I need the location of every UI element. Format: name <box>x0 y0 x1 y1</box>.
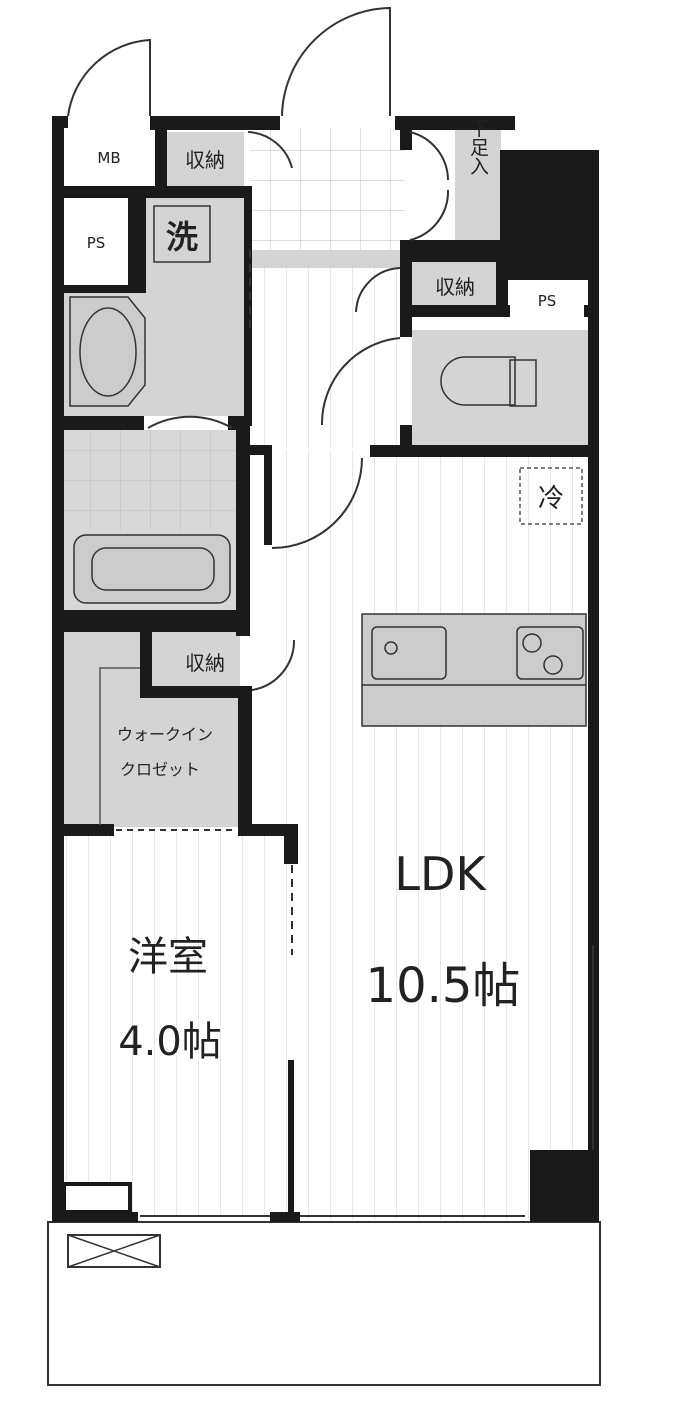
shoe-cabinet <box>455 130 501 240</box>
wic-storage-door-icon <box>251 639 296 691</box>
toilet-room <box>412 330 588 445</box>
label-shoe-cabinet: 下足入 <box>467 119 489 176</box>
washbasin-icon <box>69 296 146 407</box>
bathtub-icon <box>73 534 231 604</box>
washing-machine-box <box>153 205 211 263</box>
label-ps-left: PS <box>87 234 106 252</box>
storage-right-door-icon <box>355 267 401 313</box>
toilet-icon <box>440 356 537 407</box>
small-box <box>62 1182 132 1214</box>
label-bedroom-name: 洋室 <box>128 934 208 980</box>
walls <box>52 116 599 1222</box>
storage-top <box>166 132 244 186</box>
storage-right <box>412 262 496 307</box>
label-wic-line1: ウォークイン <box>117 725 213 744</box>
label-wic-line2: クロゼット <box>120 760 200 779</box>
balcony <box>47 1221 601 1386</box>
entrance-step <box>250 250 405 268</box>
ldk-floor <box>265 450 590 1220</box>
stove-icon <box>516 626 584 680</box>
bedroom-floor <box>64 832 290 1215</box>
wic-shelf <box>99 667 140 825</box>
label-fridge: 冷 <box>538 484 564 514</box>
sliding-doors <box>116 250 594 1217</box>
label-storage-right: 収納 <box>435 275 475 299</box>
hallway-floor <box>250 268 410 448</box>
shoe-door-icon <box>409 131 450 241</box>
doors <box>67 6 450 691</box>
label-storage-top: 収納 <box>185 148 225 172</box>
entrance-door-icon <box>281 6 391 117</box>
label-ldk-name: LDK <box>394 847 487 901</box>
label-mb: MB <box>97 149 120 167</box>
toilet-door-icon <box>320 337 401 426</box>
washroom <box>145 198 245 416</box>
sink-icon <box>371 626 447 680</box>
hatch-icon <box>67 1234 161 1268</box>
fridge-space <box>519 467 583 525</box>
label-ps-right: PS <box>538 292 557 310</box>
ps-right-box <box>510 282 584 318</box>
label-ldk-size: 10.5帖 <box>366 958 521 1014</box>
ldk-door-icon <box>271 457 363 549</box>
label-bedroom-size: 4.0帖 <box>118 1019 222 1065</box>
storage-door-icon <box>247 131 293 169</box>
label-storage-wic: 収納 <box>185 651 225 675</box>
bath-door-icon <box>147 415 233 429</box>
kitchen-counter <box>361 613 587 727</box>
label-washing-machine: 洗 <box>166 218 198 256</box>
mb-door-icon <box>67 38 151 117</box>
ps-left-box <box>64 200 128 284</box>
entrance-floor <box>250 128 405 250</box>
